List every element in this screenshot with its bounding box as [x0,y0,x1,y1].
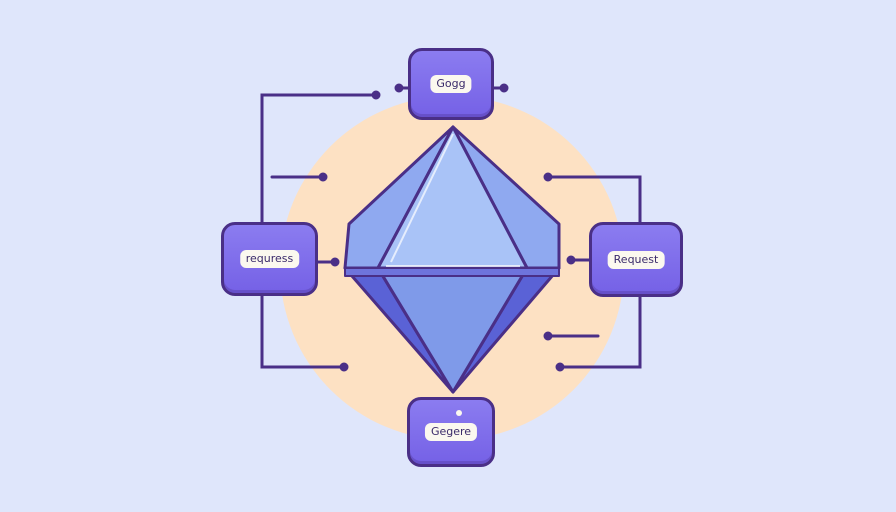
connector-dot [339,362,349,372]
crystal-icon [343,125,561,394]
connector-right-bottom [558,295,642,369]
connector-top-left [260,93,378,224]
connector-dot [318,172,328,182]
connector-dot [543,172,553,182]
node-indicator-dot [456,410,462,416]
connector-dot [566,255,576,265]
node-label: Gegere [424,423,478,441]
node-label: Gogg [430,75,472,93]
connector-right-top [546,175,642,224]
node-label: Request [607,250,665,269]
connector-dot [555,362,565,372]
connector-bottom-left [260,294,346,369]
connector-dot [330,257,340,267]
crystal-girdle [344,267,560,277]
connectors [260,83,642,372]
connector-dot [543,331,553,341]
crystal-highlight [390,133,454,263]
diagram-node-top[interactable]: Gogg [408,48,494,120]
connector-dot [394,83,404,93]
node-label: requress [239,250,300,268]
diagram-node-right[interactable]: Request [589,222,683,297]
connector-dot [371,90,381,100]
diagram-node-bottom[interactable]: Gegere [407,397,495,467]
diagram-node-left[interactable]: requress [221,222,318,296]
connector-dot [499,83,509,93]
